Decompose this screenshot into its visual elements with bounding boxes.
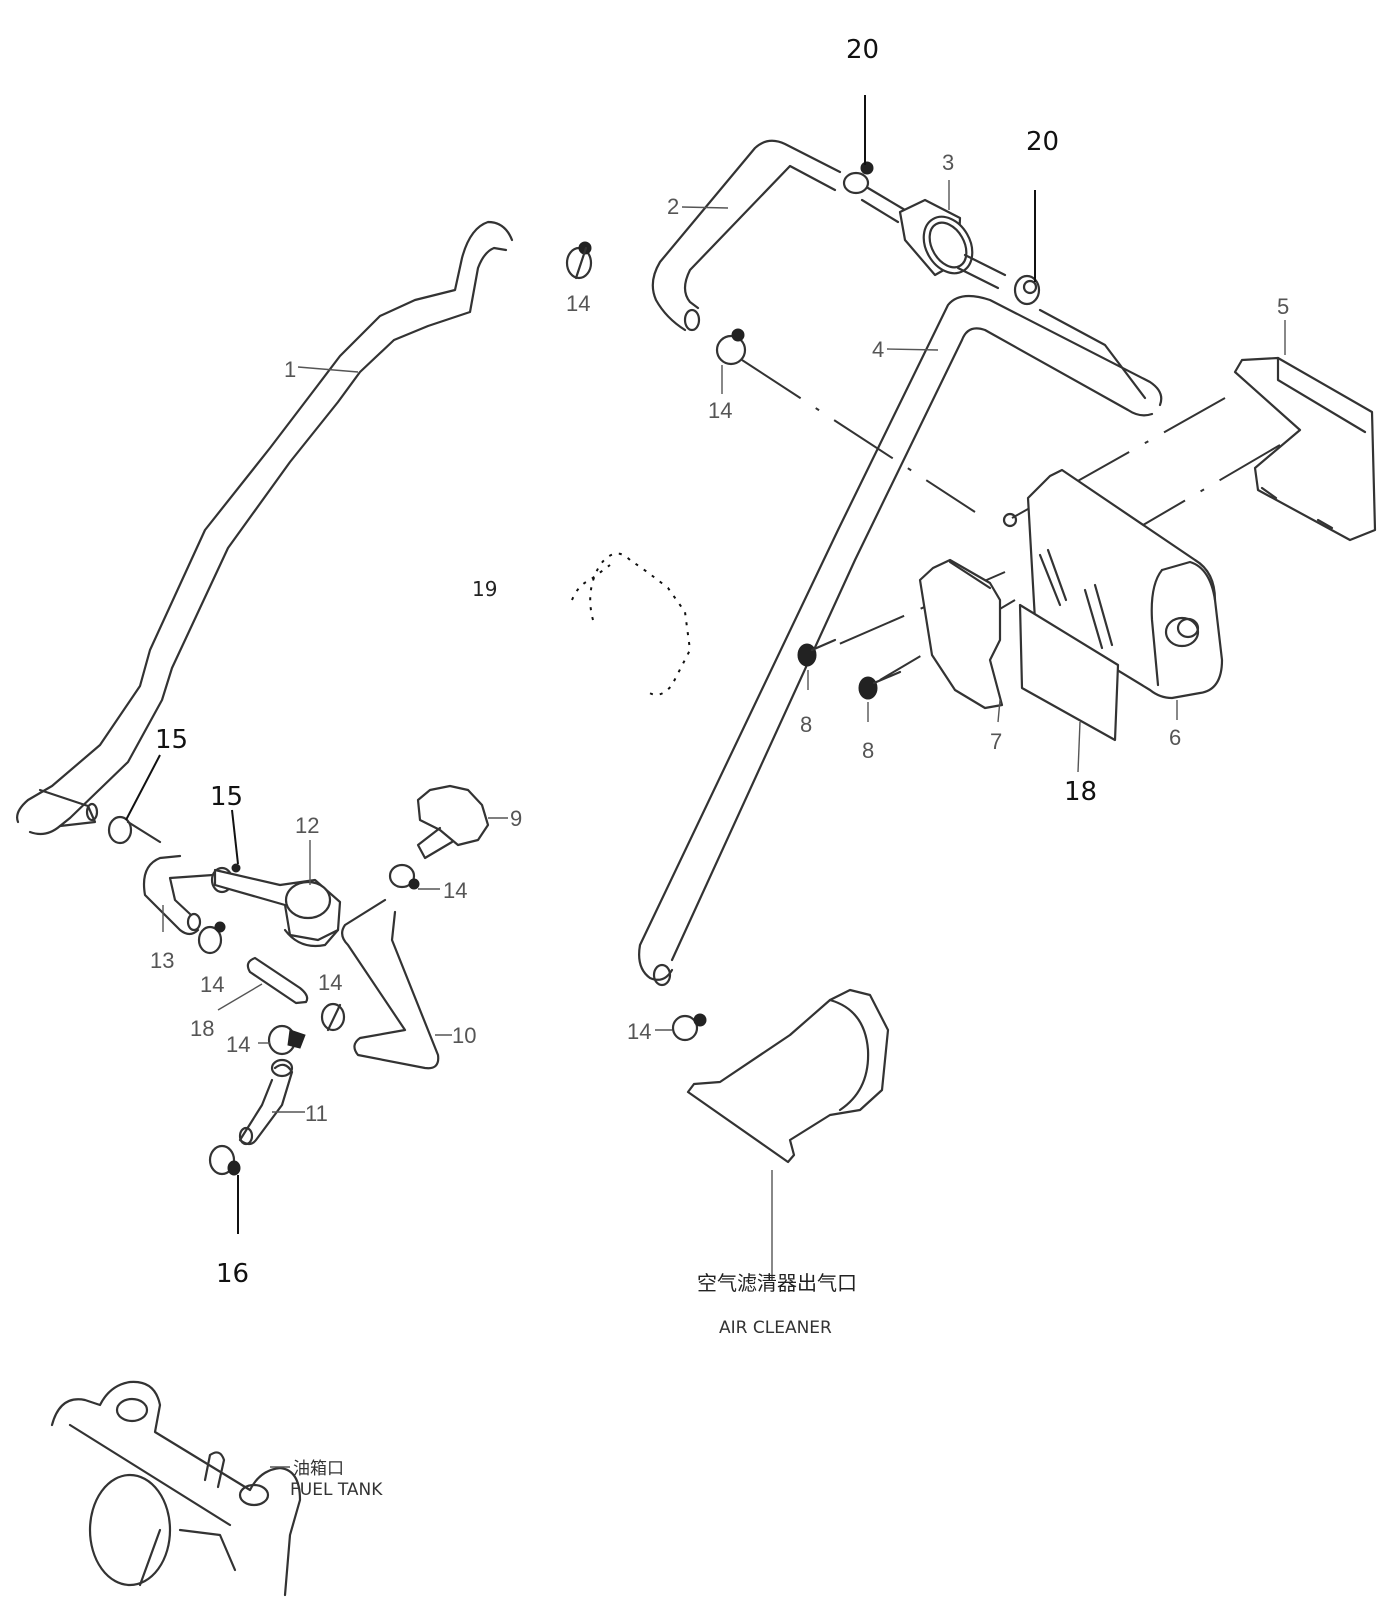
label-2: 2 bbox=[667, 194, 679, 219]
label-9: 9 bbox=[510, 806, 522, 831]
label-14-g: 14 bbox=[627, 1019, 651, 1044]
callout-4: 4 bbox=[872, 337, 939, 362]
part-16-clamp bbox=[208, 1144, 241, 1176]
label-10: 10 bbox=[452, 1023, 476, 1048]
part-13-hose bbox=[142, 854, 215, 936]
fuel-tank-label-en: FUEL TANK bbox=[290, 1480, 383, 1500]
label-19: 19 bbox=[472, 577, 497, 601]
part-4-long-hose bbox=[638, 294, 1163, 987]
label-8-b: 8 bbox=[862, 738, 874, 763]
part-14-clamp-c bbox=[197, 921, 226, 955]
air-cleaner-label-cn: 空气滤清器出气口 bbox=[697, 1271, 857, 1295]
callout-9: 9 bbox=[488, 806, 522, 831]
callout-2: 2 bbox=[667, 194, 729, 219]
phantom-line-b bbox=[1011, 397, 1226, 519]
phantom-line-c bbox=[1089, 444, 1281, 557]
part-14-clamp-f bbox=[267, 1024, 306, 1056]
label-3: 3 bbox=[942, 150, 954, 175]
label-14-f: 14 bbox=[226, 1032, 250, 1057]
callout-14-b: 14 bbox=[708, 365, 732, 423]
part-20-clamp-b bbox=[1013, 274, 1041, 306]
callout-5: 5 bbox=[1277, 294, 1289, 355]
label-14-d: 14 bbox=[443, 878, 467, 903]
label-7: 7 bbox=[990, 729, 1002, 754]
callout-15-b: 15 bbox=[210, 782, 243, 865]
part-9-cap bbox=[416, 784, 490, 860]
part-7-cover bbox=[918, 558, 1004, 710]
part-5-bracket bbox=[1233, 356, 1377, 542]
part-1-long-hose bbox=[16, 220, 514, 836]
callout-3: 3 bbox=[942, 150, 954, 210]
label-16: 16 bbox=[216, 1259, 249, 1289]
label-1: 1 bbox=[284, 357, 296, 382]
part-11-hose bbox=[238, 1058, 294, 1146]
part-2-hose bbox=[651, 139, 842, 332]
callout-10: 10 bbox=[435, 1023, 476, 1048]
part-8-bolt-b bbox=[858, 670, 902, 700]
callout-20-a: 20 bbox=[846, 35, 879, 165]
callout-1: 1 bbox=[284, 357, 359, 382]
part-10-hose bbox=[341, 898, 440, 1070]
part-3-inline-valve bbox=[860, 186, 1007, 290]
fuel-tank-label-cn: 油箱口 bbox=[293, 1459, 344, 1479]
label-15-a: 15 bbox=[155, 725, 188, 755]
part-14-clamp-a bbox=[565, 241, 593, 280]
callout-16: 16 bbox=[216, 1175, 249, 1289]
callout-18-b: 18 bbox=[1064, 721, 1097, 807]
callout-8-b: 8 bbox=[862, 702, 874, 763]
label-11: 11 bbox=[305, 1101, 328, 1126]
label-14-a: 14 bbox=[566, 291, 590, 316]
callout-15-a: 15 bbox=[125, 725, 188, 821]
part-14-clamp-g bbox=[671, 1013, 707, 1042]
label-20-b: 20 bbox=[1026, 127, 1059, 157]
label-8-a: 8 bbox=[800, 712, 812, 737]
callout-14-g: 14 bbox=[627, 1019, 672, 1044]
part-14-clamp-d bbox=[388, 863, 420, 890]
label-6: 6 bbox=[1169, 725, 1181, 750]
label-14-b: 14 bbox=[708, 398, 732, 423]
part-14-clamp-b bbox=[715, 328, 747, 366]
label-20-a: 20 bbox=[846, 35, 879, 65]
callout-13: 13 bbox=[150, 905, 174, 973]
part-12-valve bbox=[213, 868, 342, 948]
part-15-clamp-a bbox=[107, 815, 162, 845]
label-18-b: 18 bbox=[1064, 777, 1097, 807]
callout-7: 7 bbox=[990, 699, 1002, 754]
air-cleaner-label-en: AIR CLEANER bbox=[719, 1318, 832, 1338]
callout-14-f: 14 bbox=[226, 1032, 270, 1057]
label-4: 4 bbox=[872, 337, 884, 362]
phantom-line-a bbox=[741, 359, 976, 513]
label-13: 13 bbox=[150, 948, 174, 973]
callout-11: 11 bbox=[272, 1101, 328, 1126]
callout-20-b: 20 bbox=[1026, 127, 1059, 282]
part-18-gasket bbox=[1018, 603, 1120, 742]
callout-6: 6 bbox=[1169, 700, 1181, 750]
label-5: 5 bbox=[1277, 294, 1289, 319]
label-18-a: 18 bbox=[190, 1016, 214, 1041]
label-15-b: 15 bbox=[210, 782, 243, 812]
air-cleaner-outlet bbox=[686, 988, 890, 1164]
part-8-bolt-a bbox=[797, 638, 837, 667]
part-14-clamp-e bbox=[320, 1002, 346, 1032]
callout-18-a: 18 bbox=[190, 983, 263, 1041]
callout-12: 12 bbox=[295, 813, 319, 885]
part-19-dotted-outline bbox=[571, 552, 692, 696]
fuel-tank-outline bbox=[50, 1380, 302, 1597]
label-14-e: 14 bbox=[318, 970, 342, 995]
callout-8-a: 8 bbox=[800, 670, 812, 737]
callout-14-d: 14 bbox=[418, 878, 467, 903]
label-12: 12 bbox=[295, 813, 319, 838]
label-14-c: 14 bbox=[200, 972, 224, 997]
part-18-small-hose bbox=[246, 956, 309, 1005]
